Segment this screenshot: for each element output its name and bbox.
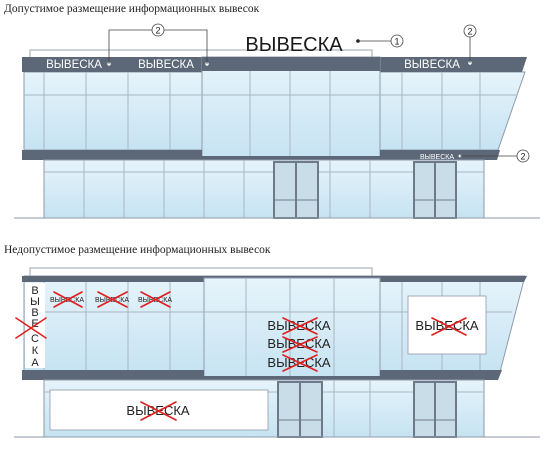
band-sign-1: ВЫВЕСКА [46,59,102,71]
cross-lower-panel [140,401,177,421]
cross-small-1 [53,291,83,308]
slab-sign: ВЫВЕСКА [420,154,454,161]
forbidden-section-title: Недопустимое размещение информационных в… [4,244,271,256]
band-sign-2: ВЫВЕСКА [138,59,194,71]
cross-center-2 [282,336,318,353]
cross-center-1 [282,317,318,335]
cross-right-panel [431,317,467,336]
callout-2-right: 2 [467,27,472,37]
cross-center-3 [282,354,318,372]
allowed-section-title: Допустимое размещение информационных выв… [4,3,260,15]
door-left [277,381,323,438]
roof-sign: ВЫВЕСКА [245,34,343,56]
vertical-letter-3: В [31,307,38,319]
vertical-letter-2: Ы [30,296,40,308]
callout-2-slab: 2 [520,152,525,162]
allowed-facade: ВЫВЕСКА ВЫВЕСКА ВЫВЕСКА ВЫВЕСКА ВЫВЕСКА [14,23,540,219]
vertical-letter-4: Е [31,318,38,330]
vertical-letter-7: А [31,357,39,369]
callout-2-left: 2 [155,26,160,36]
vertical-letter-5: С [31,333,39,345]
forbidden-facade: В Ы В Е С К А ВЫВЕСКА ВЫВЕСКА ВЫВЕСКА ВЫ… [14,267,540,438]
vertical-letter-1: В [31,285,38,297]
door-left [273,161,319,219]
door-right [413,381,457,438]
callout-1: 1 [394,37,399,47]
band-sign-3: ВЫВЕСКА [404,59,460,71]
door-right [413,161,457,219]
vertical-letter-6: К [32,345,39,357]
cross-small-3 [140,291,171,308]
prohibition-crosses [15,291,467,421]
cross-small-2 [97,291,128,308]
cross-vertical-sign [15,317,47,339]
